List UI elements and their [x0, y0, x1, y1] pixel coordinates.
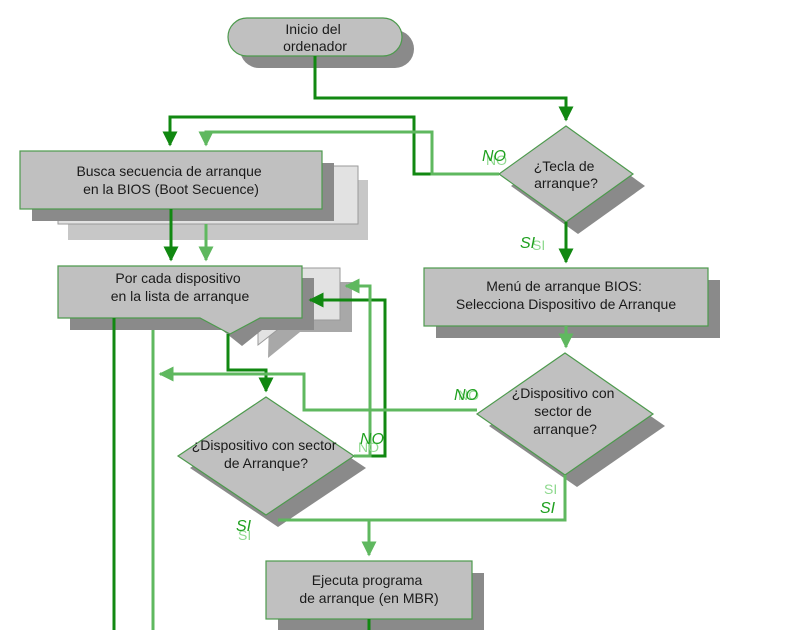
left-no-label: NO [360, 431, 384, 448]
dispositivo-sector-right-decision: ¿Dispositivo con sector de arranque? [475, 352, 665, 487]
left-no-label-ghost: NO [358, 439, 379, 455]
tecla-arranque-text: ¿Tecla de arranque? [534, 158, 599, 191]
busca-secuencia-text: Busca secuencia de arranque en la BIOS (… [76, 163, 265, 197]
menu-arranque-node: Menú de arranque BIOS: Selecciona Dispos… [423, 267, 720, 338]
right-no-label: NO [454, 387, 478, 404]
right-no-label-ghost: NO [458, 387, 479, 403]
edge-left-ghost-loop [344, 278, 372, 458]
ejecuta-programa-node: Ejecuta programa de arranque (en MBR) [265, 560, 484, 630]
right-si-label-ghost: SI [544, 481, 557, 497]
tecla-si-label: SI [520, 235, 536, 252]
edge-labels: NO NO SI SI NO NO SI SI NO NO SI SI [236, 148, 557, 543]
tecla-arranque-decision: ¿Tecla de arranque? [497, 125, 645, 234]
dispositivo-sector-right-text: ¿Dispositivo con sector de arranque? [512, 385, 619, 437]
tecla-no-label-ghost: NO [486, 152, 507, 168]
start-node-text: Inicio del ordenador [283, 21, 347, 54]
right-si-label: SI [540, 500, 556, 517]
left-si-label: SI [236, 518, 252, 535]
ejecuta-programa-text: Ejecuta programa de arranque (en MBR) [299, 572, 438, 606]
por-cada-dispositivo-text: Por cada dispositivo en la lista de arra… [111, 270, 250, 304]
dark-connectors [112, 56, 574, 630]
light-connectors [151, 130, 574, 630]
dispositivo-sector-left-decision: ¿Dispositivo con sector de Arranque? [176, 396, 366, 527]
tecla-si-label-ghost: SI [532, 237, 545, 253]
tecla-no-label: NO [482, 148, 506, 165]
edge-right-no-to-left [158, 366, 477, 412]
edge-tecla-ghost-to-busca [198, 130, 499, 176]
menu-arranque-text: Menú de arranque BIOS: Selecciona Dispos… [456, 278, 676, 312]
edge-start-to-tecla [313, 56, 574, 122]
left-si-label-ghost: SI [238, 527, 251, 543]
busca-secuencia-node: Busca secuencia de arranque en la BIOS (… [19, 150, 368, 240]
edge-right-si-merge [278, 475, 567, 522]
edge-porcada-to-left-decision [226, 334, 274, 393]
start-node: Inicio del ordenador [227, 17, 414, 68]
dispositivo-sector-left-text: ¿Dispositivo con sector de Arranque? [192, 437, 341, 471]
por-cada-dispositivo-node: Por cada dispositivo en la lista de arra… [57, 265, 352, 358]
